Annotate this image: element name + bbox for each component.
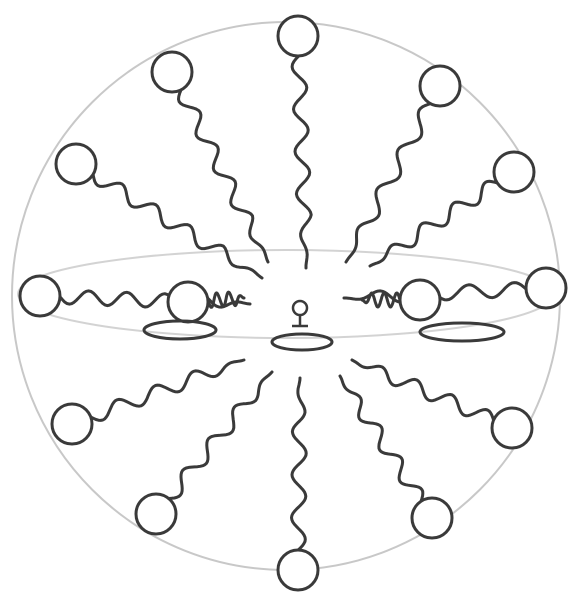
- molecule-tail: [352, 360, 494, 420]
- molecule-head: [152, 52, 192, 92]
- molecule-tail: [179, 90, 269, 262]
- molecule-tail: [91, 360, 244, 420]
- molecule-head: [136, 494, 176, 534]
- central-cargo: [292, 301, 308, 326]
- molecule-head: [526, 268, 566, 308]
- molecule-tail: [292, 56, 311, 268]
- amphiphile-molecules: [20, 16, 566, 590]
- molecule-tail: [340, 376, 423, 501]
- central-cargo-ring: [293, 301, 307, 315]
- molecule-head: [420, 66, 460, 106]
- molecule-head: [20, 276, 60, 316]
- molecule-tail: [93, 175, 262, 279]
- molecule-tail: [208, 292, 244, 307]
- molecule-head: [400, 280, 440, 320]
- central-cargo-stem: [292, 315, 308, 326]
- molecule-head: [278, 16, 318, 56]
- inner-disc-left: [144, 321, 216, 339]
- molecule-head: [494, 152, 534, 192]
- molecule-head: [56, 144, 96, 184]
- molecule-head: [278, 550, 318, 590]
- inner-disc-center: [272, 334, 332, 350]
- molecule-tail: [292, 378, 307, 550]
- molecule-head: [412, 498, 452, 538]
- molecule-tail: [169, 372, 272, 499]
- molecule-head: [52, 404, 92, 444]
- molecule-head: [168, 282, 208, 322]
- inner-disc-right: [420, 323, 504, 341]
- molecule-head: [492, 408, 532, 448]
